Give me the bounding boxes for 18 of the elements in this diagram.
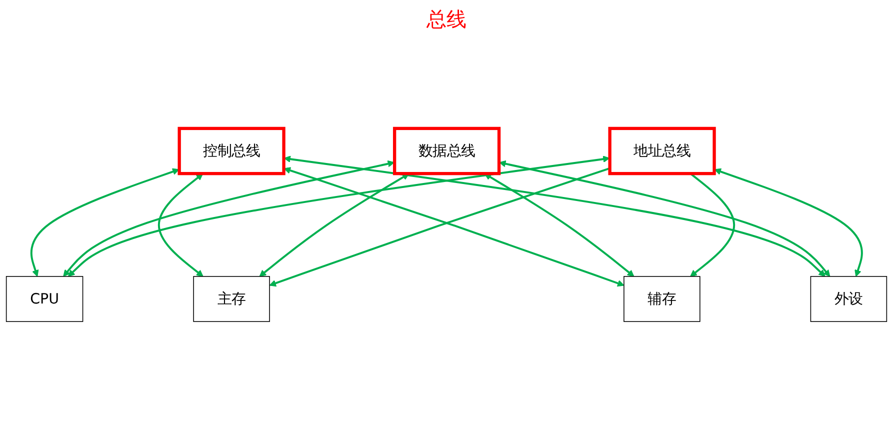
node-box: 控制总线 — [178, 126, 286, 176]
diagram-title: 总线 — [426, 6, 466, 33]
arrow — [68, 156, 610, 277]
node-box: 辅存 — [624, 276, 700, 322]
arrow — [499, 160, 830, 277]
node-box: 数据总线 — [393, 126, 501, 176]
arrow — [158, 173, 204, 277]
node-box: CPU — [6, 276, 84, 322]
node-box: 地址总线 — [608, 126, 716, 176]
node-box: 主存 — [193, 276, 270, 322]
arrow — [714, 168, 863, 277]
arrow — [259, 173, 410, 277]
arrow — [63, 160, 395, 277]
arrow — [284, 156, 826, 277]
arrow — [690, 172, 736, 277]
arrow — [484, 173, 634, 277]
arrow — [30, 168, 180, 277]
node-box: 外设 — [810, 276, 888, 322]
